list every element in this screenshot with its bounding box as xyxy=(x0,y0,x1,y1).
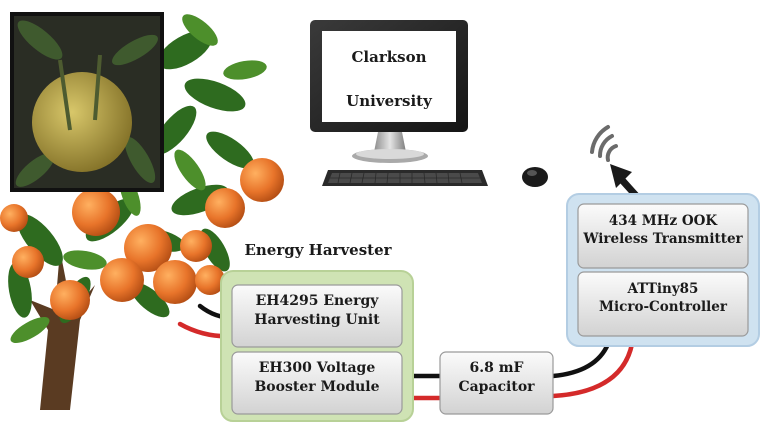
eh4295-label-line2: Harvesting Unit xyxy=(254,311,380,328)
capacitor-label-line2: Capacitor xyxy=(458,378,535,395)
wireless-signal-icon xyxy=(590,125,618,162)
transmitter-label-line1: 434 MHz OOK xyxy=(608,213,718,229)
eh300-label-line2: Booster Module xyxy=(254,378,380,395)
desktop-computer-illustration xyxy=(310,20,548,187)
capacitor-box xyxy=(439,351,554,415)
capacitor-label: 6.8 mF Capacitor xyxy=(440,359,553,397)
microcontroller-label: ATTiny85 Micro-Controller xyxy=(578,280,748,316)
eh4295-box xyxy=(231,284,403,348)
orange-fruits xyxy=(0,158,284,320)
microcontroller-box xyxy=(577,271,749,337)
transmitter-label-line2: Wireless Transmitter xyxy=(583,231,743,248)
eh300-label-line1: EH300 Voltage xyxy=(258,360,376,376)
monitor-label-line1: Clarkson xyxy=(351,48,427,66)
capacitor-label-line1: 6.8 mF xyxy=(469,360,524,376)
eh300-label: EH300 Voltage Booster Module xyxy=(232,359,402,397)
monitor-screen xyxy=(322,31,456,122)
monitor-label-line2: University xyxy=(346,92,432,110)
fruit-closeup-photo xyxy=(10,12,164,192)
microcontroller-label-line1: ATTiny85 xyxy=(627,281,699,297)
microcontroller-label-line2: Micro-Controller xyxy=(599,299,727,316)
energy-harvester-title: Energy Harvester xyxy=(244,241,392,259)
eh4295-label: EH4295 Energy Harvesting Unit xyxy=(232,292,402,330)
eh4295-label-line1: EH4295 Energy xyxy=(255,293,379,309)
mouse xyxy=(522,167,548,187)
transmitter-label: 434 MHz OOK Wireless Transmitter xyxy=(578,212,748,248)
eh300-box xyxy=(231,351,403,415)
orange-tree-illustration xyxy=(0,14,284,410)
transmitter-box xyxy=(577,203,749,269)
